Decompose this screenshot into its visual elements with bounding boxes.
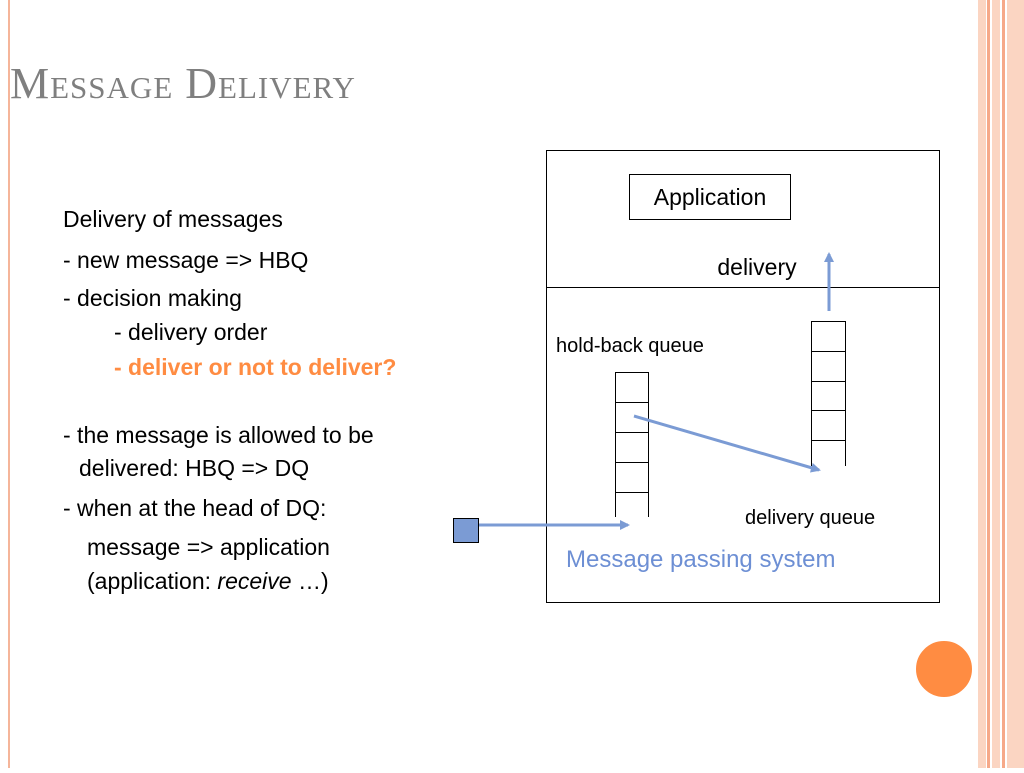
stripe-2 — [987, 0, 990, 768]
delivery-label: delivery — [717, 254, 797, 280]
sub-bullet-deliver-or-not: - deliver or not to deliver? — [114, 354, 397, 380]
hold-back-queue-label: hold-back queue — [556, 335, 704, 357]
stripe-3 — [992, 0, 1000, 768]
bullet-allowed-continuation: delivered: HBQ => DQ — [79, 455, 310, 481]
bullet-delivery-of-messages: Delivery of messages — [63, 206, 283, 232]
system-box — [546, 150, 940, 603]
receive-suffix: …) — [291, 568, 329, 594]
stripes-graphic — [978, 0, 1024, 768]
application-label: Application — [654, 184, 767, 210]
delivery-queue-label: delivery queue — [745, 507, 875, 529]
transfer-arrow — [633, 414, 821, 473]
delivery-queue — [811, 321, 846, 466]
bullet-application-receive: (application: receive …) — [87, 570, 329, 593]
slide-title: Message Delivery — [10, 59, 356, 108]
stripe-5 — [1007, 0, 1024, 768]
sub-bullet-delivery-order: - delivery order — [114, 319, 268, 345]
receive-italic: receive — [217, 568, 292, 594]
message-passing-system-label: Message passing system — [566, 546, 835, 573]
bullet-decision-making: - decision making — [63, 285, 242, 311]
right-decorative-stripes — [978, 0, 1024, 768]
application-box — [629, 174, 791, 220]
receive-prefix: (application: — [87, 568, 218, 594]
left-decorative-rule — [8, 0, 10, 768]
bullet-allowed-to-be-delivered: - the message is allowed to be — [63, 422, 374, 448]
stripe-4 — [1002, 0, 1005, 768]
hold-back-queue — [615, 372, 649, 517]
bullet-head-of-dq: - when at the head of DQ: — [63, 495, 327, 521]
stripe-1 — [978, 0, 986, 768]
bullet-new-message: - new message => HBQ — [63, 247, 309, 273]
accent-circle — [914, 639, 974, 699]
incoming-message-square — [453, 518, 479, 543]
bullet-message-to-application: message => application — [87, 534, 330, 560]
